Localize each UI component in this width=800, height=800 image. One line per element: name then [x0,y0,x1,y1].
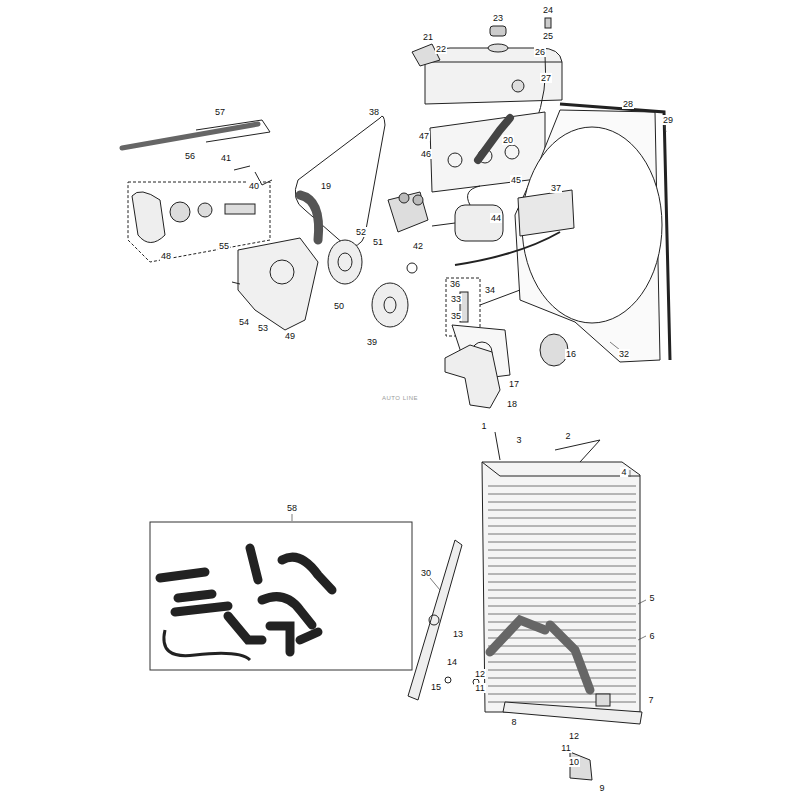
callout-number: 2 [564,431,571,441]
callout-number: 5 [648,593,655,603]
callout-number: 22 [435,44,447,54]
callout-number: 41 [220,153,232,163]
callout-number: 7 [647,695,654,705]
callout-number: 39 [366,337,378,347]
callout-number: 32 [618,349,630,359]
callout-number: 12 [474,669,486,679]
callout-number: 49 [284,331,296,341]
callout-number: 3 [515,435,522,445]
callout-number: 34 [484,285,496,295]
callout-number: 16 [565,349,577,359]
callout-number: 33 [450,294,462,304]
callout-number: 21 [422,32,434,42]
callout-number: 51 [372,237,384,247]
callout-number: 44 [490,213,502,223]
callout-number: 54 [238,317,250,327]
callout-number: 24 [542,5,554,15]
callout-number: 57 [214,107,226,117]
callout-number: 14 [446,657,458,667]
callout-number: 28 [622,99,634,109]
callout-number: 27 [540,73,552,83]
callout-number: 56 [184,151,196,161]
callout-number: 38 [368,107,380,117]
callout-number: 11 [560,743,571,753]
callout-number: 35 [450,311,462,321]
callout-number: 19 [320,181,332,191]
callout-number: 25 [542,31,554,41]
callout-number: 53 [257,323,269,333]
callout-number: 29 [662,115,674,125]
callout-number: 48 [160,251,172,261]
callout-number: 6 [648,631,655,641]
callout-number: 45 [510,175,522,185]
callout-number: 12 [568,731,580,741]
callout-number: 55 [218,241,230,251]
callout-number: 13 [452,629,464,639]
callout-number: 10 [568,757,580,767]
watermark: AUTO LINE [381,395,419,402]
callout-number: 15 [430,682,442,692]
callout-number: 1 [480,421,487,431]
callout-number: 11 [474,683,485,693]
callout-number: 20 [502,135,514,145]
callout-number: 4 [620,467,627,477]
callout-number: 23 [492,13,504,23]
callout-number: 17 [508,379,520,389]
callout-number: 18 [506,399,518,409]
callout-number: 50 [333,301,345,311]
callout-number: 52 [355,227,367,237]
callout-number: 42 [412,241,424,251]
callout-number: 58 [286,503,298,513]
callout-number: 36 [449,279,461,289]
callout-number: 30 [420,568,432,578]
callout-number: 9 [598,783,605,793]
callout-number: 46 [420,149,432,159]
callout-number: 8 [510,717,517,727]
callout-number: 37 [550,183,562,193]
callout-number: 40 [248,181,260,191]
callout-number: 47 [418,131,430,141]
callout-number: 26 [534,47,546,57]
